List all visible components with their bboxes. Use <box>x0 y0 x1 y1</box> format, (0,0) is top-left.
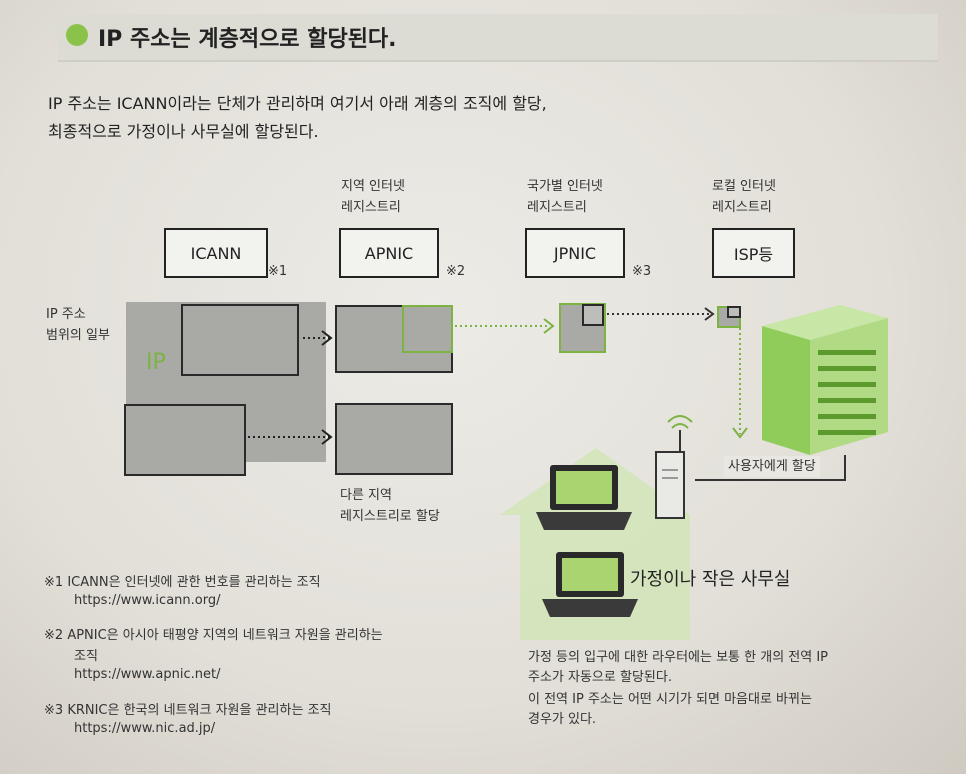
isp-building-icon <box>762 305 888 455</box>
footnote-1: ※1 ICANN은 인터넷에 관한 번호를 관리하는 조직 <box>44 571 321 590</box>
router-desc-line-3: 이 전역 IP 주소는 어떤 시기가 되면 마음대로 바뀌는 <box>528 688 812 707</box>
router-desc-line-1: 가정 등의 입구에 대한 라우터에는 보통 한 개의 전역 IP <box>528 646 828 665</box>
router-desc-line-4: 경우가 있다. <box>528 708 596 727</box>
laptop-icon-1 <box>536 465 632 530</box>
laptop-icon-2 <box>542 552 638 617</box>
footnote-2-url: https://www.apnic.net/ <box>74 667 221 682</box>
footnote-3: ※3 KRNIC은 한국의 네트워크 자원을 관리하는 조직 <box>44 699 332 718</box>
footnote-2: ※2 APNIC은 아시아 태평양 지역의 네트워크 자원을 관리하는 <box>44 624 383 643</box>
router-icon <box>656 416 692 518</box>
router-desc-line-2: 주소가 자동으로 할당된다. <box>528 666 672 685</box>
user-allocation-label: 사용자에게 할당 <box>724 456 820 477</box>
home-office-label: 가정이나 작은 사무실 <box>630 565 790 591</box>
footnote-2-cont: 조직 <box>74 645 98 664</box>
footnote-1-url: https://www.icann.org/ <box>74 593 220 608</box>
footnote-3-url: https://www.nic.ad.jp/ <box>74 721 215 736</box>
